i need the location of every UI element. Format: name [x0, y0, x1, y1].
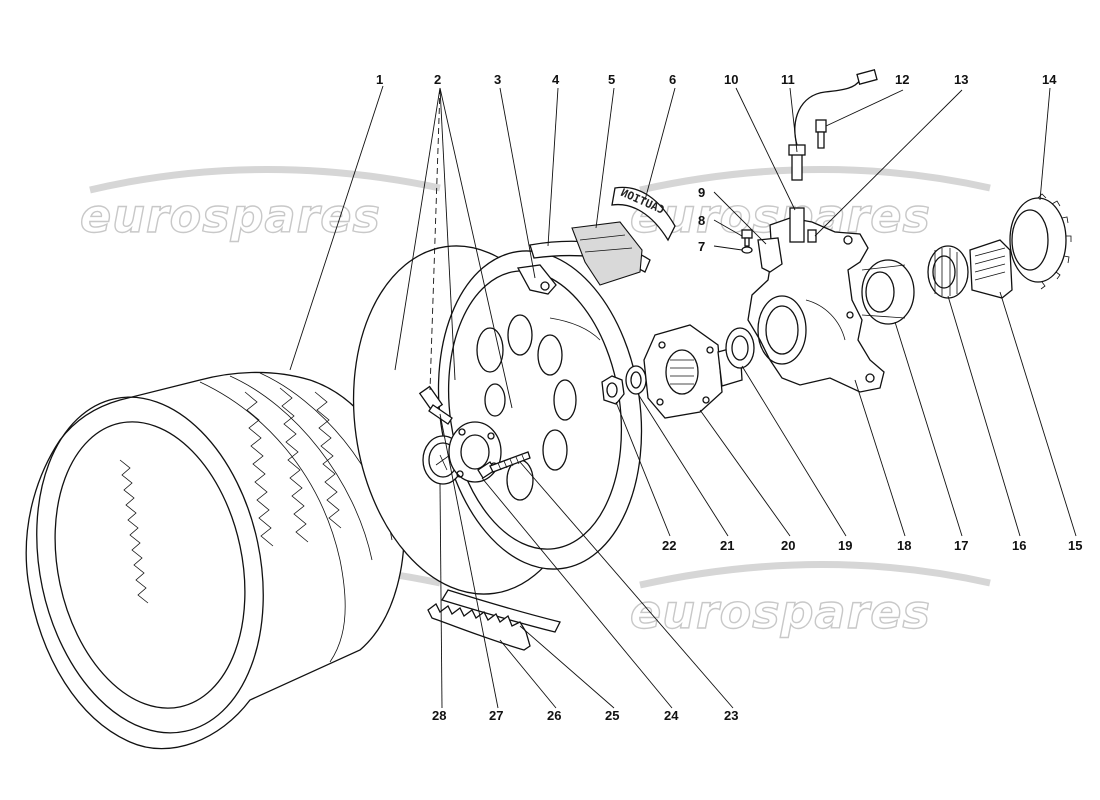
wheel-rim	[352, 245, 643, 595]
tone-ring-segment	[427, 603, 531, 651]
callout-26: 26	[547, 708, 561, 723]
callout-5: 5	[608, 72, 615, 87]
wheel-bolt	[477, 451, 531, 479]
tone-wheel	[1009, 193, 1072, 290]
callout-13: 13	[954, 72, 968, 87]
watermark-top-right: eurospares	[629, 166, 991, 244]
leader-lines	[289, 85, 1077, 709]
callout-28: 28	[432, 708, 446, 723]
balance-weight	[571, 221, 643, 286]
seal-ring	[725, 327, 755, 369]
sensor-screw	[815, 119, 827, 149]
hub-nut-ring	[927, 245, 969, 299]
callout-2: 2	[434, 72, 441, 87]
callout-27: 27	[489, 708, 503, 723]
callout-6: 6	[669, 72, 676, 87]
callout-9: 9	[698, 185, 705, 200]
abs-sensor-lead	[794, 69, 878, 146]
stub-axle	[969, 239, 1013, 299]
watermark-text: eurospares	[630, 585, 931, 639]
rim-clip	[516, 264, 557, 295]
callout-numbers: 1 2 3 4 5 6 7 8 9 10 11 12 13 14 15 16 1…	[376, 72, 1082, 723]
abs-sensor-bracket	[757, 207, 817, 273]
watermark-text: eurospares	[80, 189, 381, 243]
watermark-top-left: eurospares	[79, 166, 441, 244]
callout-14: 14	[1042, 72, 1057, 87]
callout-3: 3	[494, 72, 501, 87]
wheel-hub-flange	[448, 421, 502, 483]
callout-21: 21	[720, 538, 734, 553]
callout-15: 15	[1068, 538, 1082, 553]
callout-16: 16	[1012, 538, 1026, 553]
wheel-bearing	[861, 259, 915, 325]
washer	[625, 365, 647, 395]
callout-7: 7	[698, 239, 705, 254]
callout-4: 4	[552, 72, 560, 87]
callout-18: 18	[897, 538, 911, 553]
callout-8: 8	[698, 213, 705, 228]
callout-20: 20	[781, 538, 795, 553]
callout-17: 17	[954, 538, 968, 553]
callout-25: 25	[605, 708, 619, 723]
brake-shield-segment	[441, 589, 561, 633]
callout-19: 19	[838, 538, 852, 553]
callout-24: 24	[664, 708, 679, 723]
callout-23: 23	[724, 708, 738, 723]
watermark-bottom-right: eurospares	[629, 561, 991, 640]
callout-11: 11	[781, 72, 795, 87]
callout-22: 22	[662, 538, 676, 553]
callout-10: 10	[724, 72, 738, 87]
hub-nut	[601, 375, 625, 405]
tyre	[25, 371, 405, 750]
callout-1: 1	[376, 72, 383, 87]
callout-12: 12	[895, 72, 909, 87]
bracket-washer	[741, 246, 753, 254]
bracket-screw	[741, 229, 753, 247]
